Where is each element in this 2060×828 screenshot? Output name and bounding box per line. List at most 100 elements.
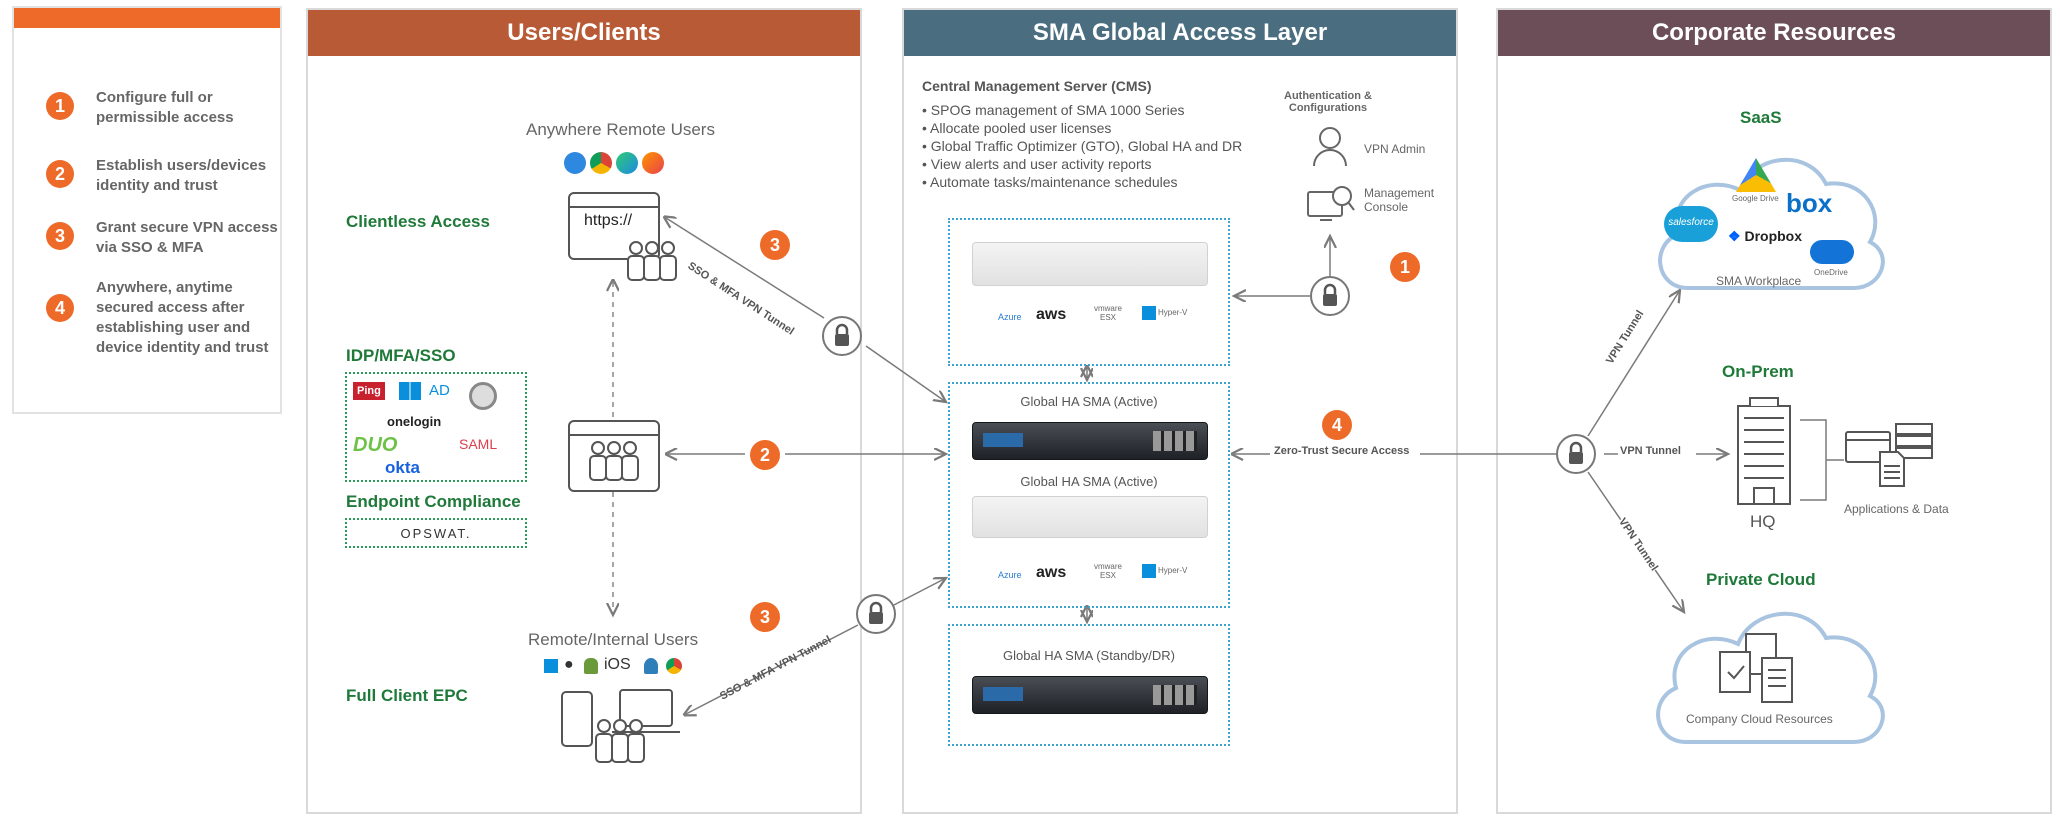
aws-logo: aws	[1036, 564, 1067, 581]
cms-bullet: • Global Traffic Optimizer (GTO), Global…	[922, 138, 1243, 154]
dropbox-logo: ❖ Dropbox	[1728, 228, 1802, 245]
idp-logos-box: Ping AD onelogin DUO SAML okta	[345, 372, 527, 482]
cms-bullet-text: Allocate pooled user licenses	[930, 120, 1112, 136]
chrome-icon	[590, 152, 612, 174]
step-4-badge: 4	[1322, 410, 1352, 440]
step-2-badge: 2	[750, 440, 780, 470]
onedrive-label: OneDrive	[1814, 268, 1848, 277]
sma-virtual-active	[972, 496, 1208, 538]
azure-logo: Azure	[998, 312, 1022, 322]
ha-standby-label: Global HA SMA (Standby/DR)	[1003, 648, 1175, 663]
firefox-icon	[642, 152, 664, 174]
onelogin-logo: onelogin	[387, 414, 442, 429]
windows-icon	[399, 382, 421, 400]
lock-icon	[822, 316, 862, 356]
opswat-logo: OPSWAT.	[400, 526, 472, 541]
private-cloud-title: Private Cloud	[1706, 570, 1816, 589]
ha-active-label: Global HA SMA (Active)	[1020, 474, 1158, 489]
aws-logo: aws	[1036, 306, 1067, 323]
google-drive-label: Google Drive	[1732, 194, 1779, 203]
company-cloud-label: Company Cloud Resources	[1686, 712, 1833, 726]
saas-title: SaaS	[1740, 108, 1782, 127]
vpn-tunnel-mid-label: VPN Tunnel	[1618, 445, 1683, 457]
mfa-token-icon	[469, 382, 497, 410]
dropbox-icon: ❖	[1728, 228, 1741, 244]
users-clients-panel: Users/Clients	[306, 8, 862, 814]
cms-title: Central Management Server (CMS)	[922, 78, 1152, 94]
ping-logo: Ping	[353, 382, 385, 400]
cms-bullet: • SPOG management of SMA 1000 Series	[922, 102, 1185, 118]
hq-label: HQ	[1750, 512, 1776, 531]
lcd-panel	[983, 687, 1023, 701]
hyperv-icon	[1142, 306, 1156, 320]
auth-config-title: Authentication & Configurations	[1284, 90, 1372, 114]
anywhere-remote-users-title: Anywhere Remote Users	[526, 120, 715, 139]
management-console-icon	[1306, 184, 1356, 228]
browser-icons	[564, 152, 674, 176]
step-badge: 4	[46, 294, 74, 322]
sma-workplace-label: SMA Workplace	[1716, 274, 1802, 288]
hyperv-logo: Hyper-V	[1158, 308, 1188, 317]
cms-bullet: • View alerts and user activity reports	[922, 156, 1152, 172]
ad-logo: AD	[429, 382, 450, 399]
lock-icon	[1556, 434, 1596, 474]
sma-appliance-standby	[972, 676, 1208, 714]
saml-logo: SAML	[459, 436, 498, 452]
cms-bullet-text: SPOG management of SMA 1000 Series	[930, 102, 1185, 118]
browser-url: https://	[584, 212, 633, 229]
step-3-badge: 3	[760, 230, 790, 260]
step-badge: 3	[46, 222, 74, 250]
cms-bullet: • Automate tasks/maintenance schedules	[922, 174, 1178, 190]
android-icon	[584, 658, 598, 674]
dropbox-label: Dropbox	[1744, 228, 1803, 244]
opswat-box: OPSWAT.	[345, 518, 527, 548]
ios-label: iOS	[604, 656, 631, 673]
virtual-appliance-server	[972, 242, 1208, 286]
edge-icon	[616, 152, 638, 174]
ha-active-box: Global HA SMA (Active) Global HA SMA (Ac…	[948, 382, 1230, 608]
admin-user-icon	[1310, 124, 1350, 168]
endpoint-compliance-label: Endpoint Compliance	[346, 492, 521, 511]
apple-icon: ●	[564, 656, 574, 673]
chrome-os-icon	[666, 658, 682, 674]
ports	[1153, 431, 1197, 451]
lock-icon	[1310, 276, 1350, 316]
cloud-documents-icon	[1716, 632, 1800, 706]
applications-data-icon	[1844, 422, 1934, 488]
sma-appliance-active	[972, 422, 1208, 460]
applications-data-label: Applications & Data	[1844, 502, 1949, 516]
salesforce-logo: salesforce	[1668, 217, 1714, 228]
hyperv-icon	[1142, 564, 1156, 578]
legend-text: Establish users/devices identity and tru…	[96, 157, 267, 194]
legend-accent-bar	[14, 8, 280, 28]
browser-window-icon: https://	[568, 192, 660, 260]
step-badge: 2	[46, 160, 74, 188]
remote-internal-users-title: Remote/Internal Users	[528, 630, 699, 649]
step-badge: 1	[46, 92, 74, 120]
hq-building-icon	[1736, 396, 1792, 506]
idp-mfa-sso-label: IDP/MFA/SSO	[346, 346, 456, 365]
lock-icon	[856, 594, 896, 634]
vpn-admin-label: VPN Admin	[1364, 142, 1426, 156]
devices-icon	[560, 686, 680, 766]
legend-panel: 1 Configure full or permissible access 2…	[12, 6, 282, 414]
cms-bullet-text: Global Traffic Optimizer (GTO), Global H…	[930, 138, 1243, 154]
client-app-icon	[568, 420, 660, 492]
lcd-panel	[983, 433, 1023, 447]
os-icons: ● iOS	[544, 656, 684, 678]
ports	[1153, 685, 1197, 705]
cms-bullet-text: View alerts and user activity reports	[930, 156, 1152, 172]
full-client-epc-label: Full Client EPC	[346, 686, 468, 705]
okta-logo: okta	[385, 458, 420, 477]
salesforce-cloud-icon: salesforce	[1664, 206, 1718, 242]
panel-title: Corporate Resources	[1498, 10, 2050, 56]
zero-trust-label: Zero-Trust Secure Access	[1272, 445, 1412, 457]
onedrive-icon	[1810, 240, 1854, 264]
clientless-access-label: Clientless Access	[346, 212, 490, 231]
management-console-label: Management Console	[1364, 186, 1435, 214]
step-1-badge: 1	[1390, 252, 1420, 282]
duo-logo: DUO	[353, 434, 398, 456]
windows-icon	[544, 659, 558, 673]
vmware-logo: vmware ESX	[1093, 304, 1122, 322]
users-group-icon	[624, 238, 680, 284]
